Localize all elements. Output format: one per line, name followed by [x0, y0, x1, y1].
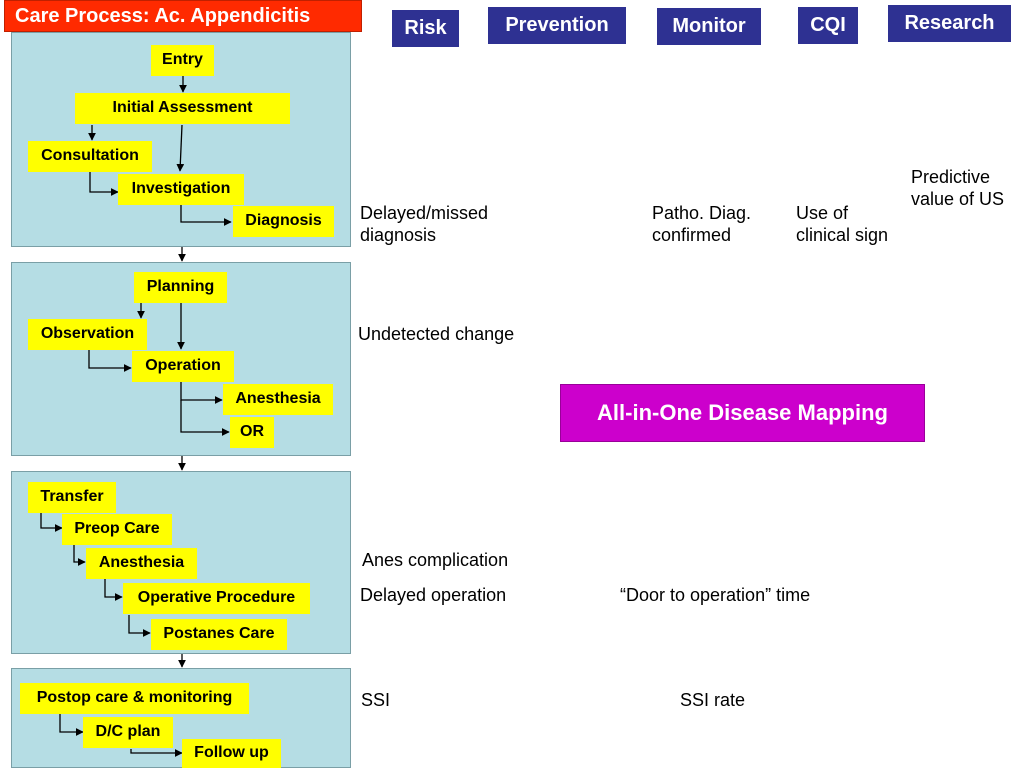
header-risk: Risk — [392, 10, 459, 47]
note-line: value of US — [911, 189, 1005, 209]
node-planning: Planning — [134, 272, 227, 303]
node-operative-procedure: Operative Procedure — [123, 583, 310, 614]
node-postop-care-monitoring: Postop care & monitoring — [20, 683, 249, 714]
header-monitor: Monitor — [657, 8, 761, 45]
node-diagnosis: Diagnosis — [233, 206, 334, 237]
note-line: Delayed/missed — [360, 203, 489, 223]
note-cqi-diagnosis: Use of clinical sign — [796, 202, 888, 246]
node-entry: Entry — [151, 45, 214, 76]
node-dc-plan: D/C plan — [83, 717, 173, 748]
node-investigation: Investigation — [118, 174, 244, 205]
node-transfer: Transfer — [28, 482, 116, 513]
note-monitor-door-to-operation: “Door to operation” time — [620, 585, 811, 605]
node-initial-assessment: Initial Assessment — [75, 93, 290, 124]
node-postanes-care: Postanes Care — [151, 619, 287, 650]
node-anesthesia-stage2: Anesthesia — [223, 384, 333, 415]
note-risk-diagnosis: Delayed/missed diagnosis — [360, 202, 488, 246]
node-anesthesia-stage3: Anesthesia — [86, 548, 197, 579]
note-line: Patho. Diag. — [652, 203, 752, 223]
note-risk-undetected-change: Undetected change — [358, 324, 515, 344]
page-title: Care Process: Ac. Appendicitis — [4, 0, 362, 32]
note-monitor-diagnosis: Patho. Diag. confirmed — [652, 202, 751, 246]
note-risk-ssi: SSI — [361, 690, 391, 710]
node-or: OR — [230, 417, 274, 448]
all-in-one-banner: All-in-One Disease Mapping — [560, 384, 925, 442]
node-consultation: Consultation — [28, 141, 152, 172]
note-line: confirmed — [652, 225, 732, 245]
note-line: diagnosis — [360, 225, 437, 245]
header-cqi: CQI — [798, 7, 858, 44]
note-risk-anes-complication: Anes complication — [362, 550, 509, 570]
node-observation: Observation — [28, 319, 147, 350]
note-risk-delayed-operation: Delayed operation — [360, 585, 507, 605]
note-research-diagnosis: Predictive value of US — [911, 166, 1004, 210]
header-research: Research — [888, 5, 1011, 42]
node-follow-up: Follow up — [182, 739, 281, 768]
note-line: Use of — [796, 203, 849, 223]
node-operation: Operation — [132, 351, 234, 382]
note-monitor-ssi-rate: SSI rate — [680, 690, 746, 710]
node-preop-care: Preop Care — [62, 514, 172, 545]
header-prevention: Prevention — [488, 7, 626, 44]
note-line: Predictive — [911, 167, 991, 187]
note-line: clinical sign — [796, 225, 889, 245]
